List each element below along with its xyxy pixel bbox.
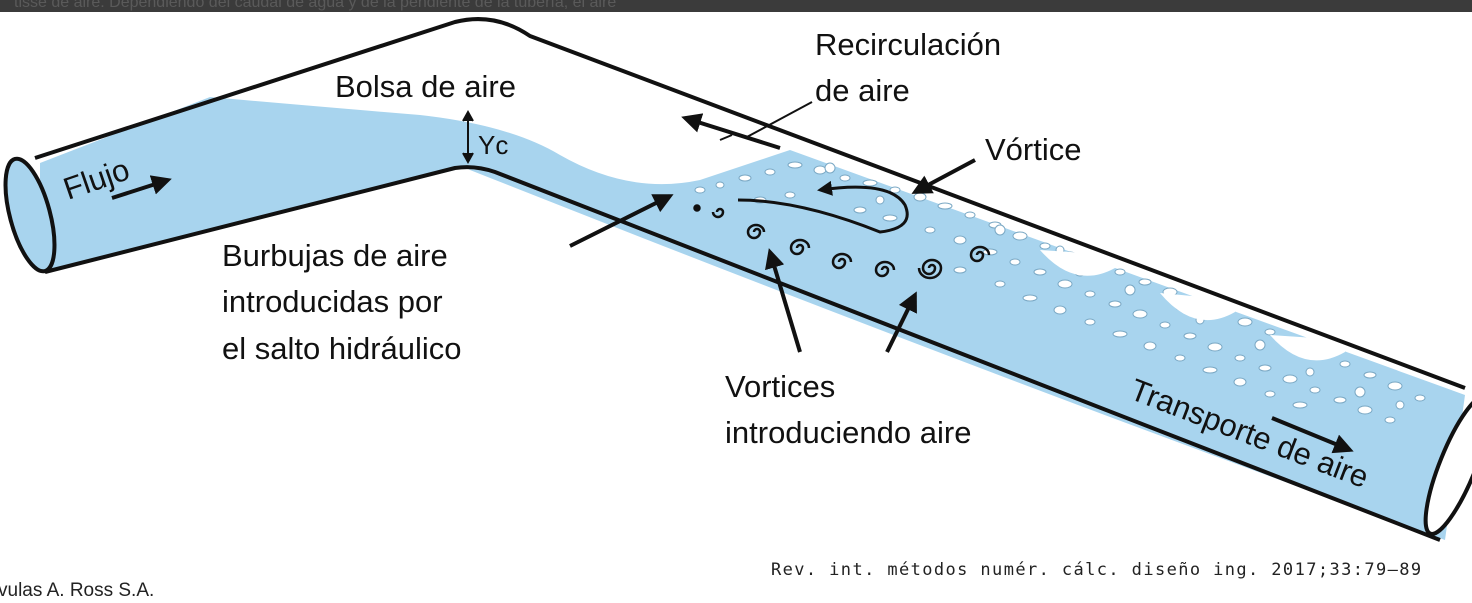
annotation-arrows [111,113,1354,454]
air-bubbles [694,161,1426,424]
top-banner: tisse de aire. Dependiendo del caudal de… [0,0,1472,12]
air-pocket-pipe-diagram: Flujo Bolsa de aire Yc Recirculación de … [3,17,1472,542]
image-credit: vulas A. Ross S.A. [0,580,155,601]
label-bolsa-de-aire: Bolsa de aire [335,69,516,104]
label-yc: Yc [478,130,508,160]
label-burbujas-1: Burbujas de aire [222,238,448,273]
recirculation-loop [737,180,909,234]
label-recirculacion-2: de aire [815,73,910,108]
journal-citation: Rev. int. métodos numér. cálc. diseño in… [771,560,1423,580]
label-vortice: Vórtice [985,132,1081,167]
label-recirculacion-1: Recirculación [815,27,1001,62]
leader-lines [719,101,813,141]
label-burbujas-3: el salto hidráulico [222,331,462,366]
vortex-spirals [693,204,991,280]
label-vortices-1: Vortices [725,369,835,404]
yc-depth-marker [462,109,474,165]
pipe-outline [3,17,1472,542]
label-burbujas-2: introducidas por [222,284,443,319]
cropped-header-text: tisse de aire. Dependiendo del caudal de… [14,0,617,11]
water-body [40,97,1465,540]
label-vortices-2: introduciendo aire [725,415,971,450]
